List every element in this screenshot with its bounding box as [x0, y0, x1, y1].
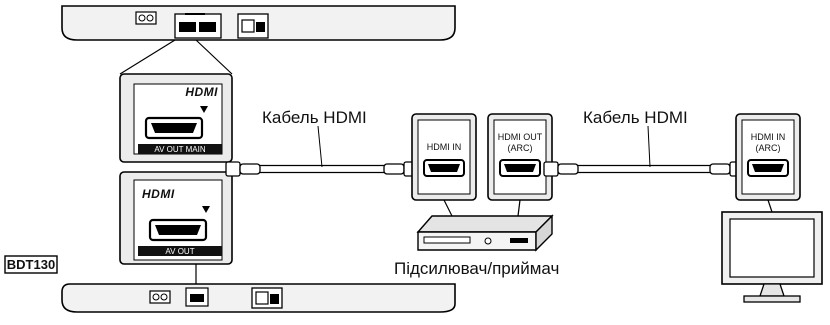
hdmi-cable-left — [225, 161, 419, 177]
amplifier-icon — [416, 214, 554, 252]
port-label-av-out: AV OUT — [165, 247, 194, 256]
cable-right-label: Кабель HDMI — [583, 108, 688, 127]
receiver-out-label-2: (ARC) — [508, 143, 533, 153]
model-badge-text: BDT130 — [7, 257, 55, 272]
arrow-down-icon — [202, 206, 210, 213]
cable-left-label: Кабель HDMI — [262, 108, 367, 127]
player-bottom-hdmi-detail: HDMI AV OUT — [119, 171, 233, 265]
tv-hdmi-in-box: HDMI IN (ARC) — [735, 113, 801, 201]
player-bottom-rear-panel — [61, 283, 456, 313]
receiver-out-label-1: HDMI OUT — [498, 132, 543, 142]
tv-icon — [721, 211, 823, 303]
player-top-rear-panel — [61, 5, 456, 41]
arrow-down-icon — [200, 106, 208, 113]
receiver-hdmi-out-box: HDMI OUT (ARC) — [487, 113, 553, 201]
receiver-hdmi-in-box: HDMI IN — [411, 113, 477, 201]
port-label-av-out-main: AV OUT MAIN — [154, 145, 205, 154]
tv-in-label-2: (ARC) — [756, 143, 781, 153]
receiver-label: Підсилювач/приймач — [394, 259, 559, 278]
tv-in-label-1: HDMI IN — [751, 132, 786, 142]
hdmi-port-icon — [179, 22, 196, 32]
hdmi-port-icon — [190, 294, 204, 302]
player-top-hdmi-detail: HDMI AV OUT MAIN — [119, 73, 233, 163]
model-badge: BDT130 — [4, 255, 58, 274]
hdmi-cable-right — [543, 161, 745, 177]
hdmi-logo-top: HDMI — [185, 85, 218, 99]
hdmi-logo-bottom: HDMI — [142, 187, 175, 201]
receiver-in-label: HDMI IN — [427, 142, 462, 152]
